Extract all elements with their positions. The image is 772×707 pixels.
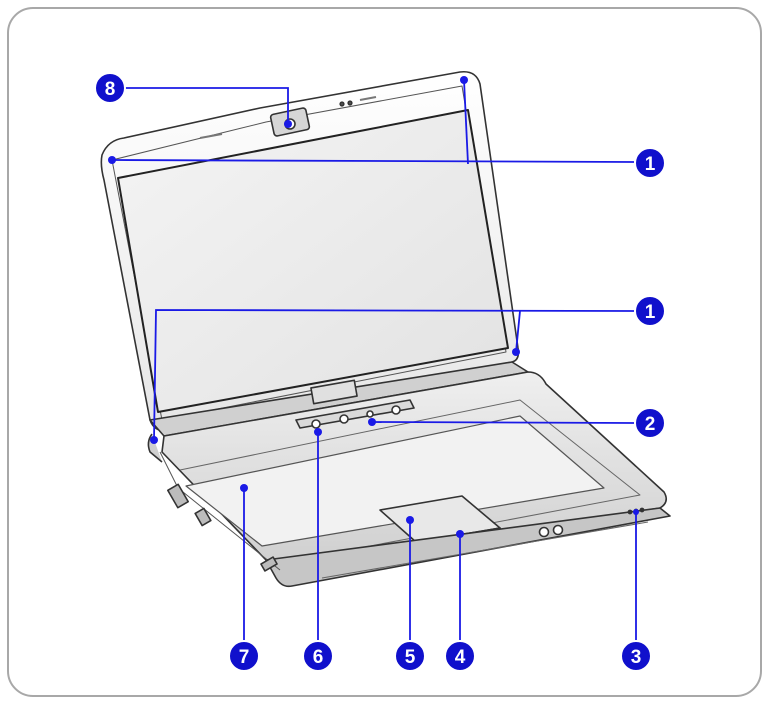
callout-2: 2 [634,407,666,439]
leader-lines [111,79,637,640]
leader-8 [124,87,289,122]
svg-text:7: 7 [239,647,250,668]
callout-1-top: 1 [634,147,666,179]
svg-text:1: 1 [645,302,656,323]
callout-7: 7 [228,640,260,672]
leader-1b-right [515,310,521,353]
hotkey-strip [295,399,415,429]
svg-text:5: 5 [405,647,416,668]
callout-8: 8 [94,72,126,104]
leader-1a [111,159,635,163]
callout-5: 5 [394,640,426,672]
svg-text:4: 4 [455,647,466,668]
svg-text:6: 6 [313,647,324,668]
svg-text:1: 1 [645,154,656,175]
screen-panel [117,109,509,413]
front-edge [265,507,671,588]
palm-rest [185,415,605,547]
laptop-illustration [100,70,671,588]
svg-text:3: 3 [631,647,642,668]
leader-2 [371,421,635,424]
callout-6: 6 [302,640,334,672]
callout-4: 4 [444,640,476,672]
leader-endpoints [108,76,639,538]
svg-text:8: 8 [105,79,116,100]
leader-1a-top [463,79,469,165]
svg-text:2: 2 [645,414,656,435]
callout-1-bottom: 1 [634,295,666,327]
leader-1b [153,309,635,441]
callout-3: 3 [620,640,652,672]
